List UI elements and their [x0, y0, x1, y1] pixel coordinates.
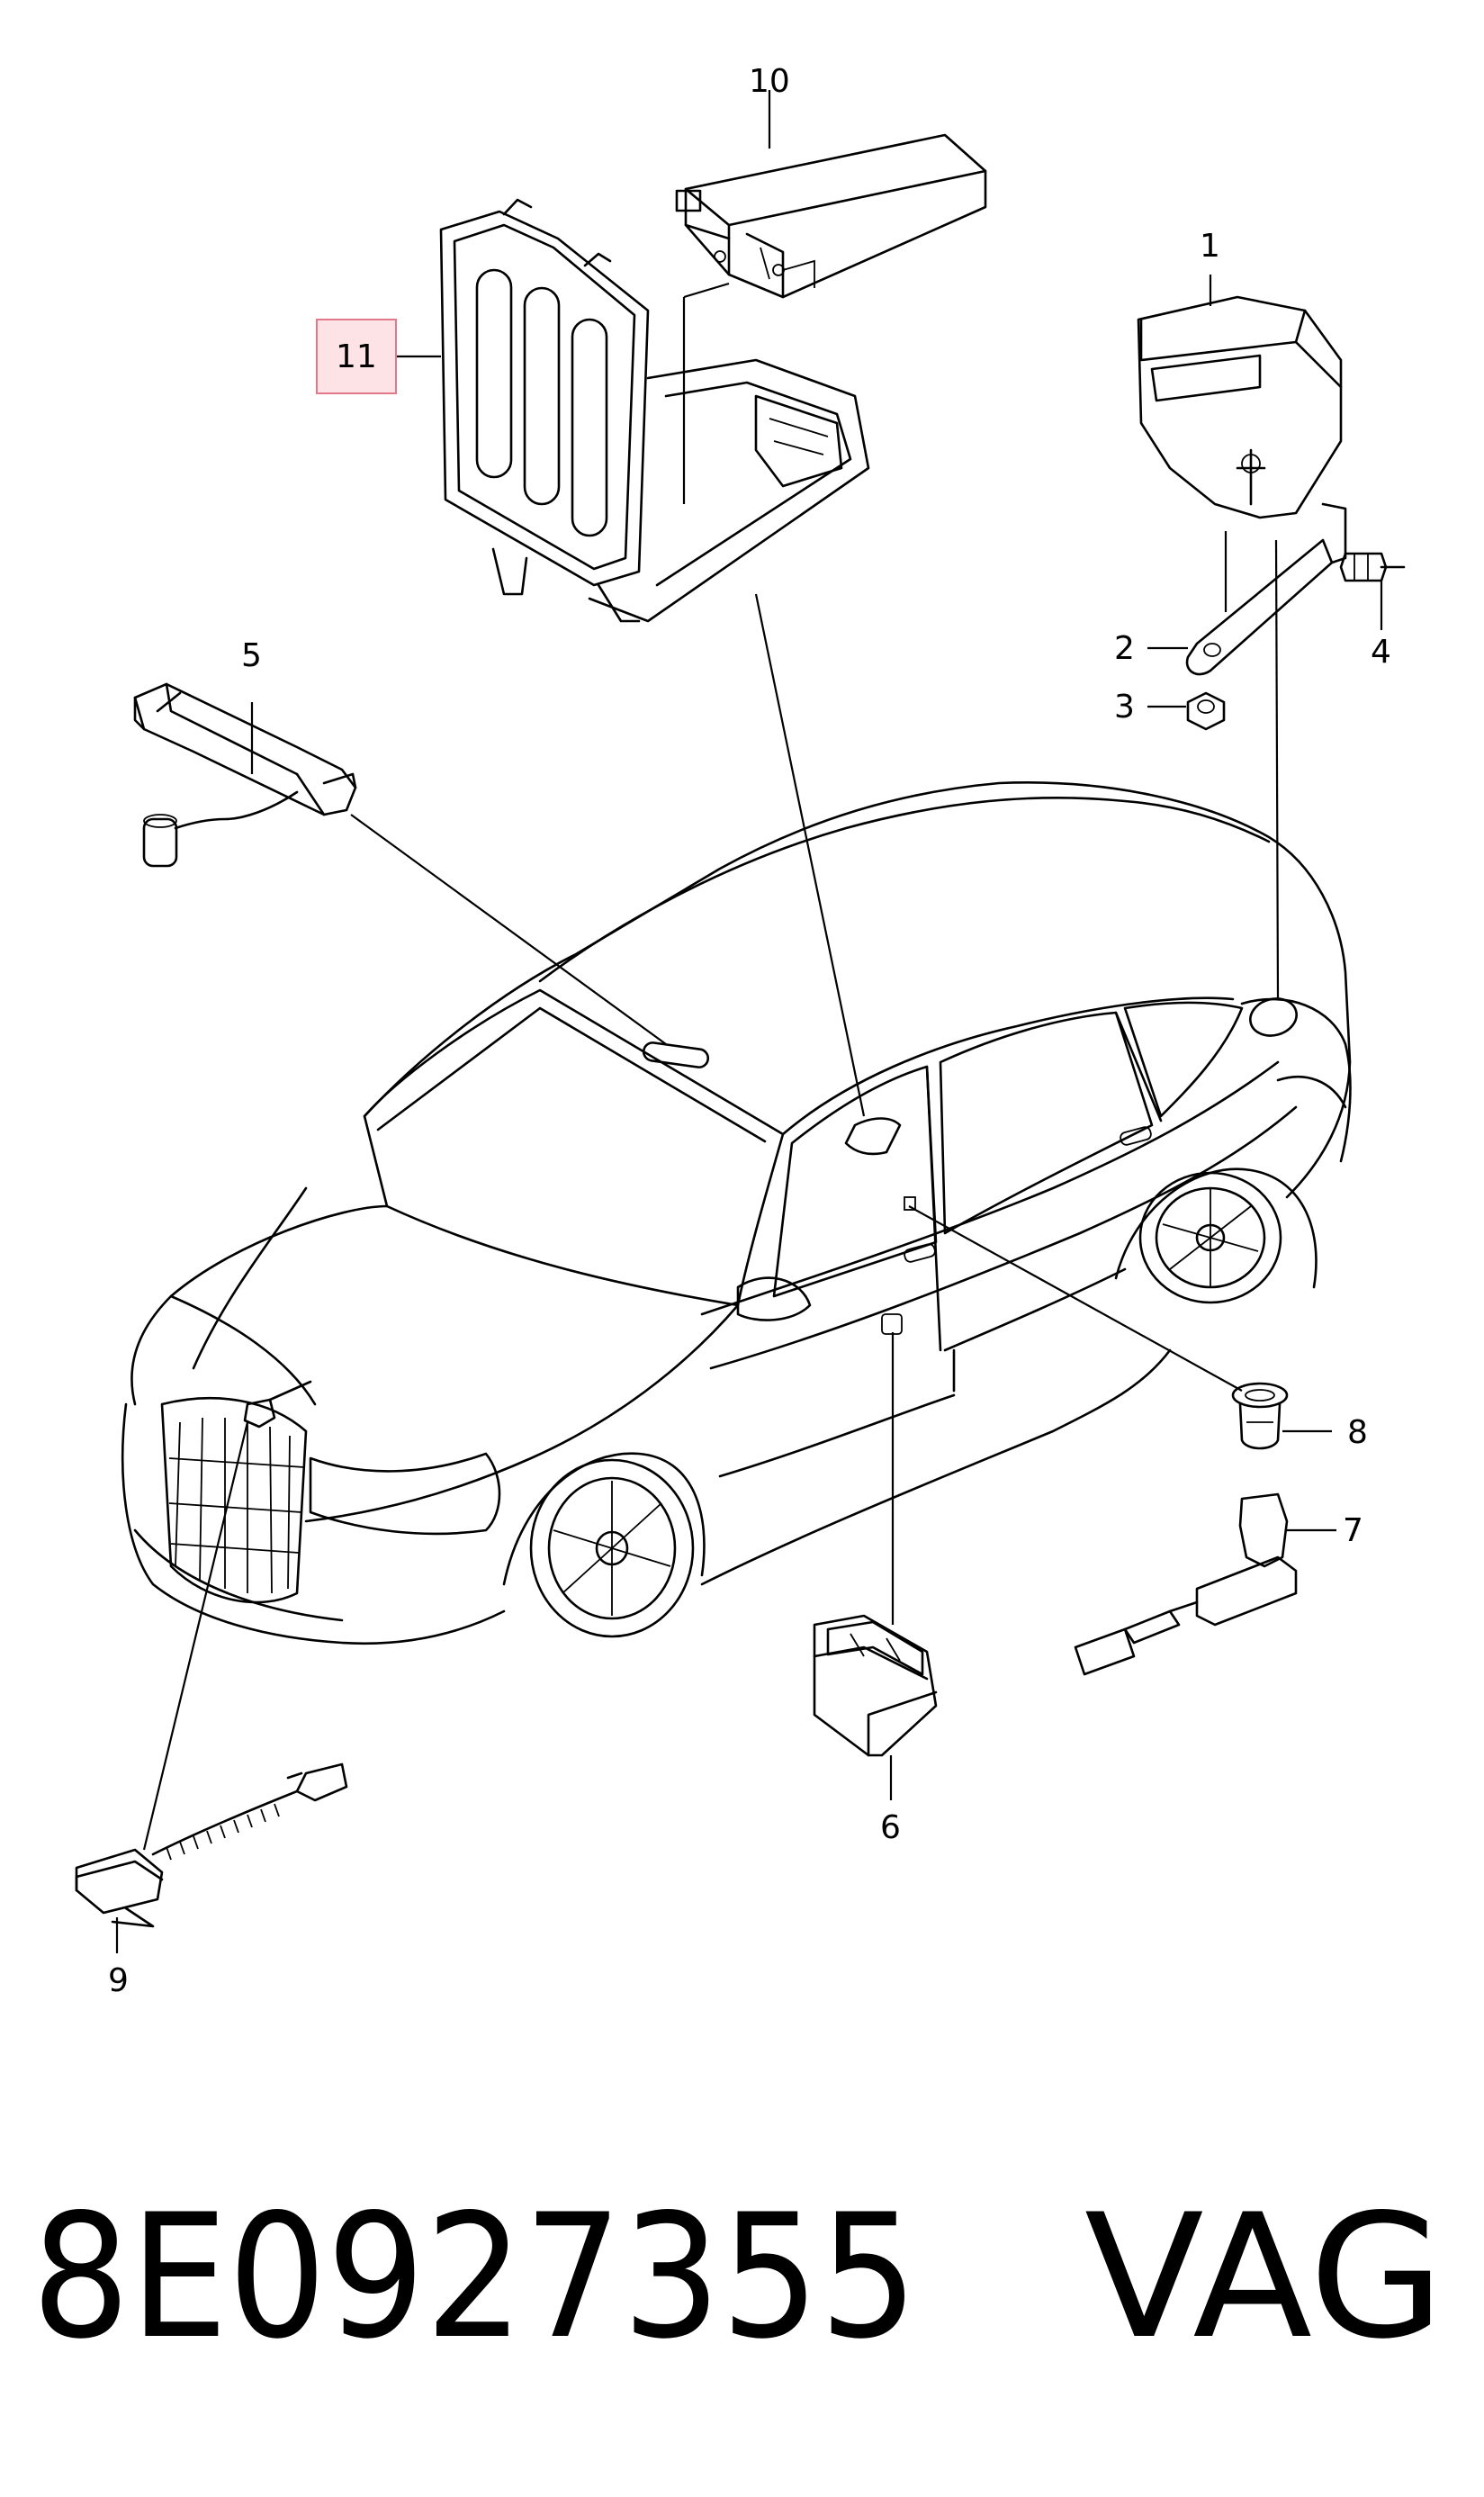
callout-4: 4 — [1371, 634, 1391, 671]
callout-9: 9 — [108, 1962, 129, 1999]
callout-7: 7 — [1343, 1512, 1363, 1549]
callout-3: 3 — [1114, 689, 1135, 726]
callout-10: 10 — [749, 63, 790, 100]
callout-2: 2 — [1114, 630, 1135, 667]
callout-1: 1 — [1200, 228, 1220, 265]
part-5-antenna-module — [133, 682, 357, 868]
part-6-switch — [813, 1614, 938, 1757]
callout-11-highlight — [316, 319, 397, 394]
part-11-holder-bracket — [439, 198, 870, 623]
part-7-door-switch — [1074, 1492, 1298, 1676]
callout-8: 8 — [1347, 1414, 1368, 1451]
part-10-control-unit — [675, 133, 987, 299]
callout-11: 11 — [336, 338, 377, 375]
part-number-text: 8E0927355 — [31, 2177, 918, 2376]
part-1-module — [1137, 295, 1343, 519]
car-illustration — [121, 781, 1352, 1645]
part-3-nut — [1186, 691, 1226, 731]
callout-labels: 1 2 3 4 5 6 7 8 9 10 11 — [108, 63, 1391, 1999]
callout-5: 5 — [241, 637, 262, 674]
part-2-strap — [1185, 502, 1347, 676]
leader-lines — [115, 90, 1383, 1953]
part-8-grommet — [1231, 1382, 1289, 1450]
brand-text: VAG — [1084, 2177, 1444, 2376]
part-9-hood-lock-switch — [75, 1762, 348, 1928]
part-4-bolt — [1339, 552, 1406, 582]
callout-6: 6 — [880, 1809, 901, 1846]
